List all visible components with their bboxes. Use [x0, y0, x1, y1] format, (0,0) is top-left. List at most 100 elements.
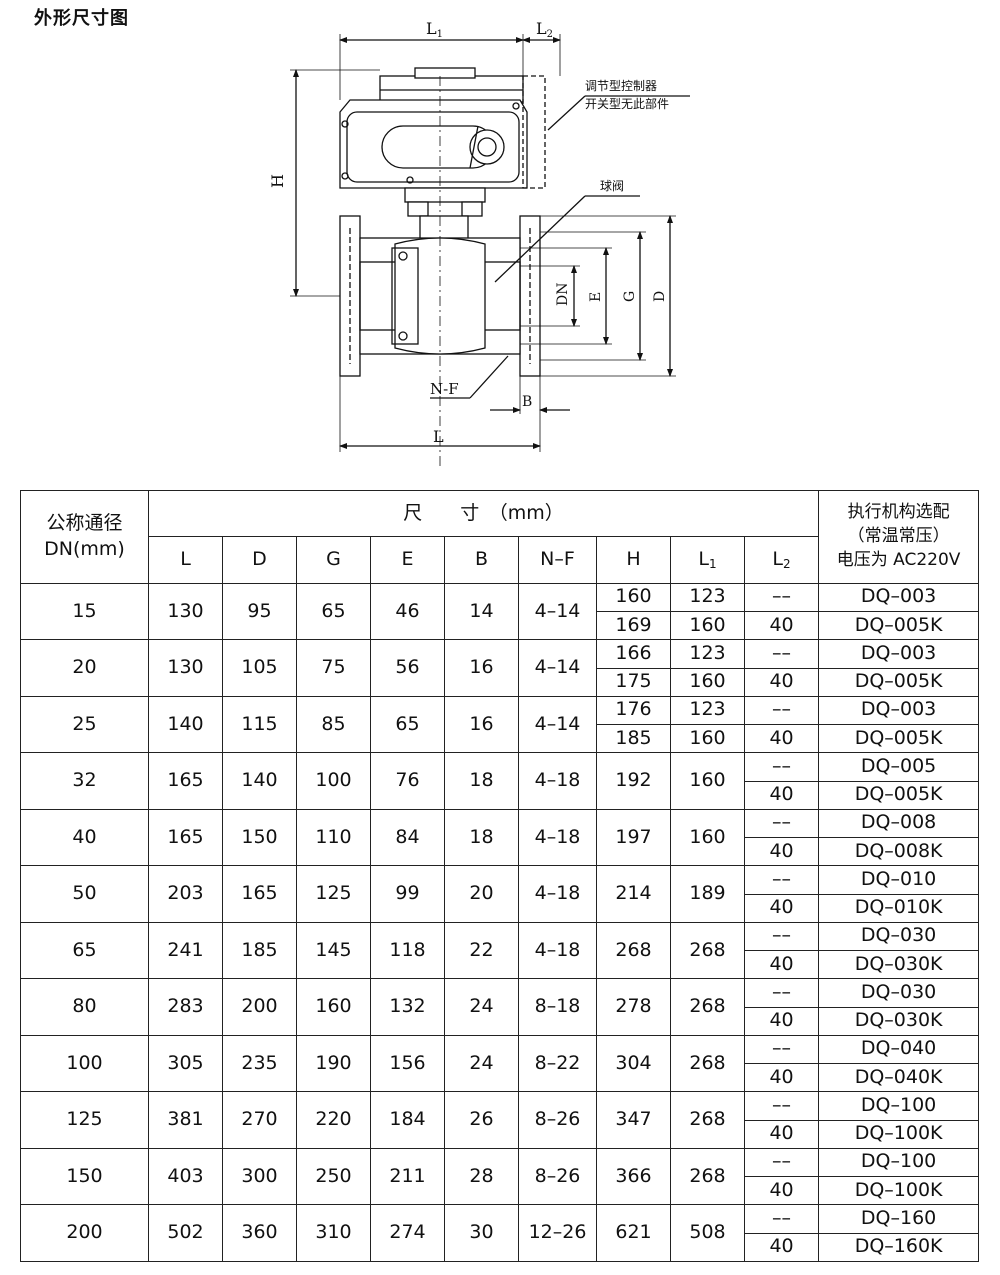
cell-nf: 8–22 — [518, 1034, 597, 1093]
cell-l: 403 — [148, 1147, 223, 1206]
cell-actuator-model: DQ–005K — [818, 724, 980, 754]
note-ball-valve: 球阀 — [600, 179, 624, 193]
ball-valve-body — [339, 76, 541, 470]
cell-h: 176 — [596, 695, 671, 726]
cell-actuator-model: DQ–005K — [818, 667, 980, 697]
dim-label-h: H — [268, 174, 287, 188]
cell-dn: 25 — [20, 695, 149, 754]
cell-b: 18 — [444, 808, 519, 867]
cell-l2: 40 — [743, 611, 820, 641]
cell-b: 20 — [444, 865, 519, 923]
cell-actuator-model: DQ–160K — [818, 1232, 980, 1263]
cell-actuator-model: DQ–003 — [818, 639, 980, 669]
cell-l1: 508 — [670, 1204, 745, 1262]
cell-l2: 40 — [743, 1006, 820, 1036]
dimension-spec-table: 公称通径 DN(mm) 尺 寸 （mm） 执行机构选配 （常温常压） 电压为 A… — [20, 489, 980, 1263]
cell-h: 366 — [596, 1147, 671, 1206]
cell-l2: 40 — [743, 1063, 820, 1093]
cell-nf: 4–14 — [518, 639, 597, 697]
cell-dn: 32 — [20, 752, 149, 810]
cell-actuator-model: DQ–003 — [818, 695, 980, 726]
cell-actuator-model: DQ–010 — [818, 865, 980, 895]
cell-l2: 40 — [743, 1119, 820, 1149]
cell-b: 14 — [444, 582, 519, 641]
cell-l2: 40 — [743, 1232, 820, 1263]
cell-actuator-model: DQ–008 — [818, 808, 980, 839]
cell-e: 84 — [370, 808, 445, 867]
cell-nf: 12–26 — [518, 1204, 597, 1262]
column-header-d: D — [222, 536, 297, 584]
cell-l2: –– — [743, 1204, 820, 1234]
cell-e: 211 — [370, 1147, 445, 1206]
cell-g: 75 — [296, 639, 371, 697]
cell-l2: –– — [743, 695, 820, 726]
cell-l1: 268 — [670, 1091, 745, 1149]
cell-d: 200 — [222, 978, 297, 1036]
header-actuator-selection: 执行机构选配 （常温常压） 电压为 AC220V — [818, 490, 980, 584]
cell-l2: 40 — [743, 837, 820, 867]
cell-nf: 4–18 — [518, 752, 597, 810]
cell-d: 140 — [222, 752, 297, 810]
cell-d: 115 — [222, 695, 297, 754]
dim-label-l: L — [433, 427, 444, 446]
cell-actuator-model: DQ–040K — [818, 1063, 980, 1093]
cell-l: 165 — [148, 752, 223, 810]
cell-g: 125 — [296, 865, 371, 923]
cell-d: 300 — [222, 1147, 297, 1206]
cell-l2: –– — [743, 1147, 820, 1178]
cell-actuator-model: DQ–005K — [818, 611, 980, 641]
cell-g: 250 — [296, 1147, 371, 1206]
cell-l1: 123 — [670, 695, 745, 726]
cell-b: 16 — [444, 695, 519, 754]
cell-l2: –– — [743, 1091, 820, 1121]
cell-nf: 8–18 — [518, 978, 597, 1036]
cell-dn: 80 — [20, 978, 149, 1036]
cell-actuator-model: DQ–100 — [818, 1091, 980, 1121]
cell-l: 130 — [148, 639, 223, 697]
column-header-h: H — [596, 536, 671, 584]
header-dn: 公称通径 DN(mm) — [20, 490, 149, 584]
column-header-e: E — [370, 536, 445, 584]
cell-l2: –– — [743, 752, 820, 782]
cell-g: 145 — [296, 921, 371, 980]
cell-actuator-model: DQ–100K — [818, 1119, 980, 1149]
cell-e: 274 — [370, 1204, 445, 1262]
cell-l: 502 — [148, 1204, 223, 1262]
cell-nf: 4–14 — [518, 695, 597, 754]
cell-l2: 40 — [743, 724, 820, 754]
cell-b: 26 — [444, 1091, 519, 1149]
cell-l2: –– — [743, 921, 820, 952]
cell-e: 99 — [370, 865, 445, 923]
cell-l1: 268 — [670, 921, 745, 980]
cell-d: 360 — [222, 1204, 297, 1262]
cell-l2: 40 — [743, 780, 820, 810]
cell-actuator-model: DQ–010K — [818, 893, 980, 923]
cell-nf: 4–18 — [518, 921, 597, 980]
cell-dn: 150 — [20, 1147, 149, 1206]
cell-actuator-model: DQ–040 — [818, 1034, 980, 1065]
cell-e: 156 — [370, 1034, 445, 1093]
cell-h: 160 — [596, 582, 671, 613]
cell-b: 24 — [444, 1034, 519, 1093]
valve-dimension-drawing: L1 L2 H DN E G D N-F B L 调节型控制器 开关型无此部件 … — [268, 19, 690, 470]
cell-h: 214 — [596, 865, 671, 923]
dim-label-d: D — [652, 291, 668, 302]
cell-l2: 40 — [743, 893, 820, 923]
cell-l2: –– — [743, 808, 820, 839]
cell-l2: 40 — [743, 1176, 820, 1206]
actuator-housing — [339, 67, 528, 245]
dim-label-nf: N-F — [430, 380, 459, 398]
column-header-l2: L2 — [743, 536, 820, 584]
